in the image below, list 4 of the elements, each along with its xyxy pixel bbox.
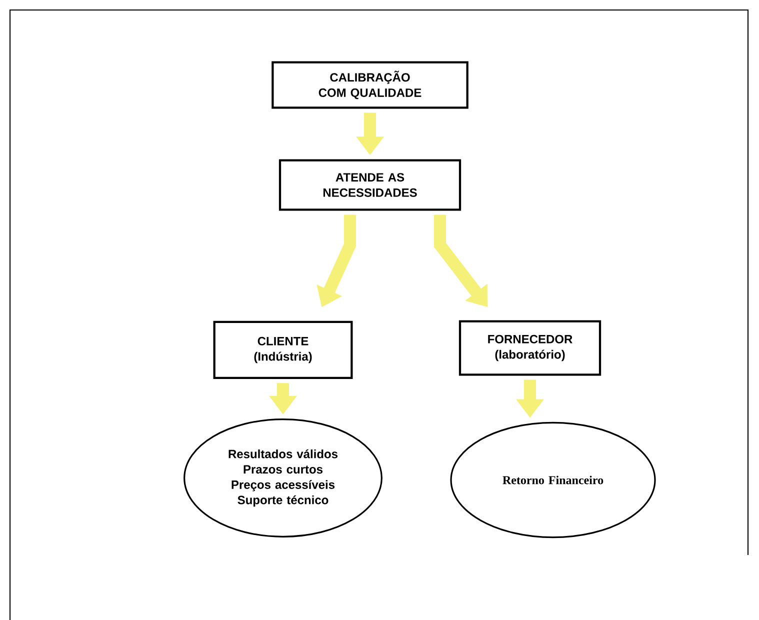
- text-box: FORNECEDOR (laboratório): [458, 320, 602, 376]
- text-box: CLIENTE (Indústria): [213, 320, 353, 380]
- text-box: CALIBRAÇÃO COM QUALIDADE: [272, 61, 468, 109]
- text-box: ATENDE AS NECESSIDADES: [278, 159, 462, 211]
